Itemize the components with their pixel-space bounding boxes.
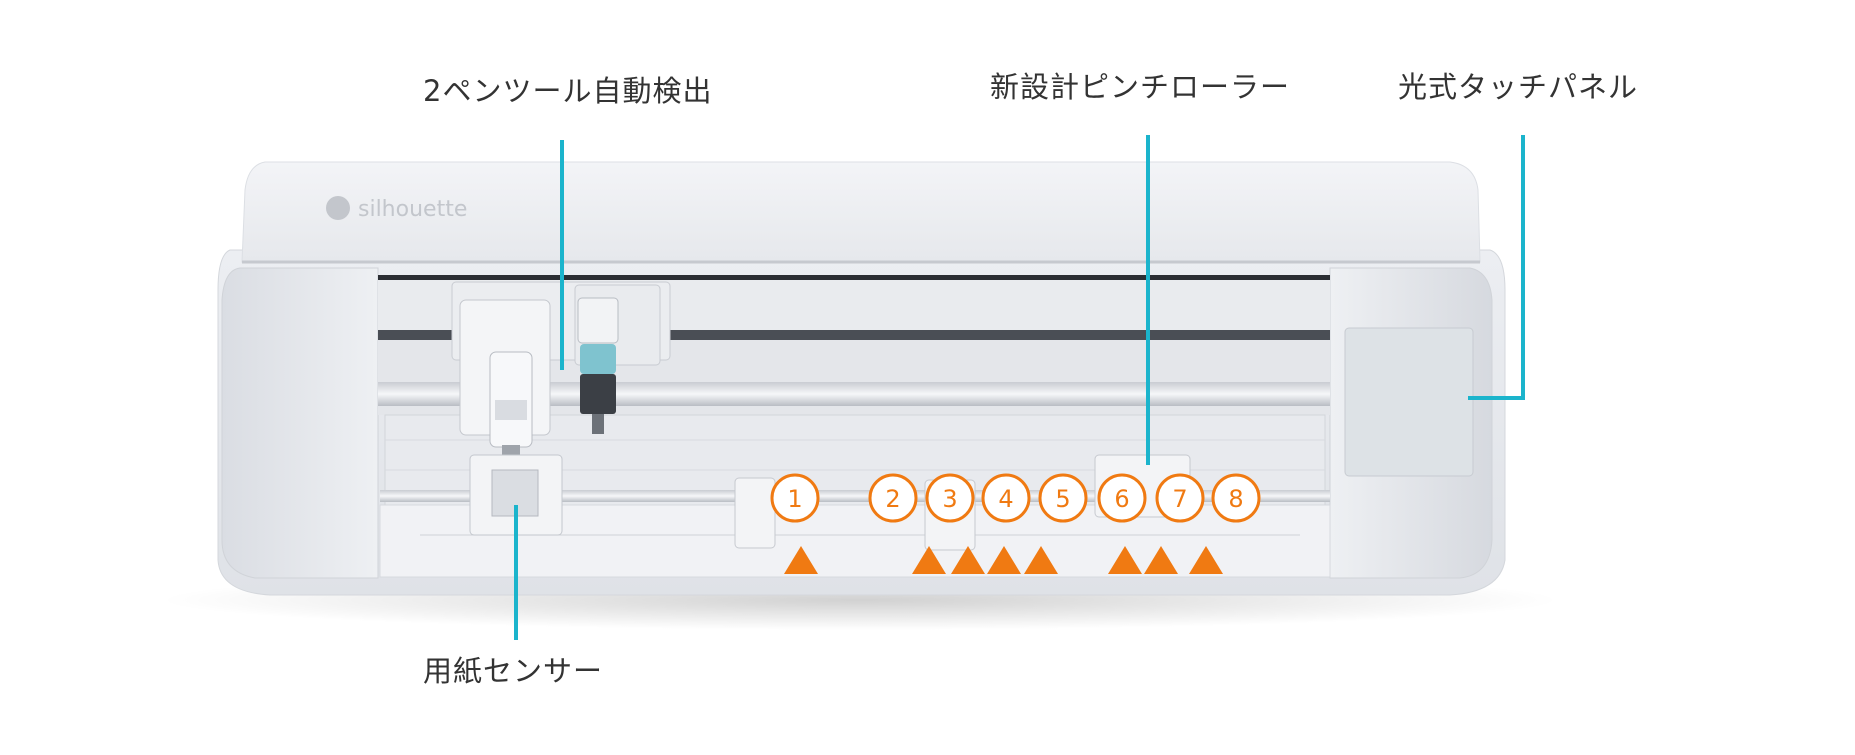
position-number-2: 2 xyxy=(885,485,900,513)
position-circle-8 xyxy=(1211,473,1261,523)
position-triangle-3 xyxy=(951,546,985,574)
position-number-5: 5 xyxy=(1055,485,1070,513)
position-circle-5 xyxy=(1038,473,1088,523)
position-triangle-4 xyxy=(987,546,1021,574)
position-circle-6 xyxy=(1097,473,1147,523)
tool-holder-2 xyxy=(577,297,619,344)
label-paper-sensor: 用紙センサー xyxy=(423,654,604,688)
position-triangle-6 xyxy=(1108,546,1142,574)
inner-shadow-band xyxy=(378,330,1330,340)
position-number-3: 3 xyxy=(942,485,957,513)
position-markers: 1 2 3 4 5 6 7 8 xyxy=(770,473,1261,574)
label-touch-panel: 光式タッチパネル xyxy=(1398,70,1639,104)
callout-line-touch-panel xyxy=(1468,135,1525,400)
position-number-8: 8 xyxy=(1228,485,1243,513)
position-circle-1 xyxy=(770,473,820,523)
roller-shaft xyxy=(380,490,1330,502)
position-number-1: 1 xyxy=(787,485,802,513)
position-triangle-2 xyxy=(912,546,946,574)
callout-lines xyxy=(514,135,1525,640)
position-triangle-8 xyxy=(1189,546,1223,574)
brand-text: silhouette xyxy=(358,197,467,222)
position-triangle-5 xyxy=(1024,546,1058,574)
position-circle-4 xyxy=(981,473,1031,523)
position-number-4: 4 xyxy=(998,485,1013,513)
position-circle-2 xyxy=(868,473,918,523)
position-triangle-7 xyxy=(1144,546,1178,574)
position-triangle-1 xyxy=(784,546,818,574)
left-side-housing xyxy=(221,267,379,579)
position-circle-7 xyxy=(1155,473,1205,523)
label-pinch-roller: 新設計ピンチローラー xyxy=(990,70,1291,104)
position-circle-3 xyxy=(925,473,975,523)
pinch-roller-left xyxy=(734,477,776,549)
position-number-6: 6 xyxy=(1114,485,1129,513)
label-pen-tool-detection: 2ペンツール自動検出 xyxy=(423,74,713,108)
touch-panel[interactable] xyxy=(1344,327,1474,477)
position-number-7: 7 xyxy=(1172,485,1187,513)
brand-logo: silhouette xyxy=(326,196,467,222)
tool-holder-1 xyxy=(489,351,533,448)
